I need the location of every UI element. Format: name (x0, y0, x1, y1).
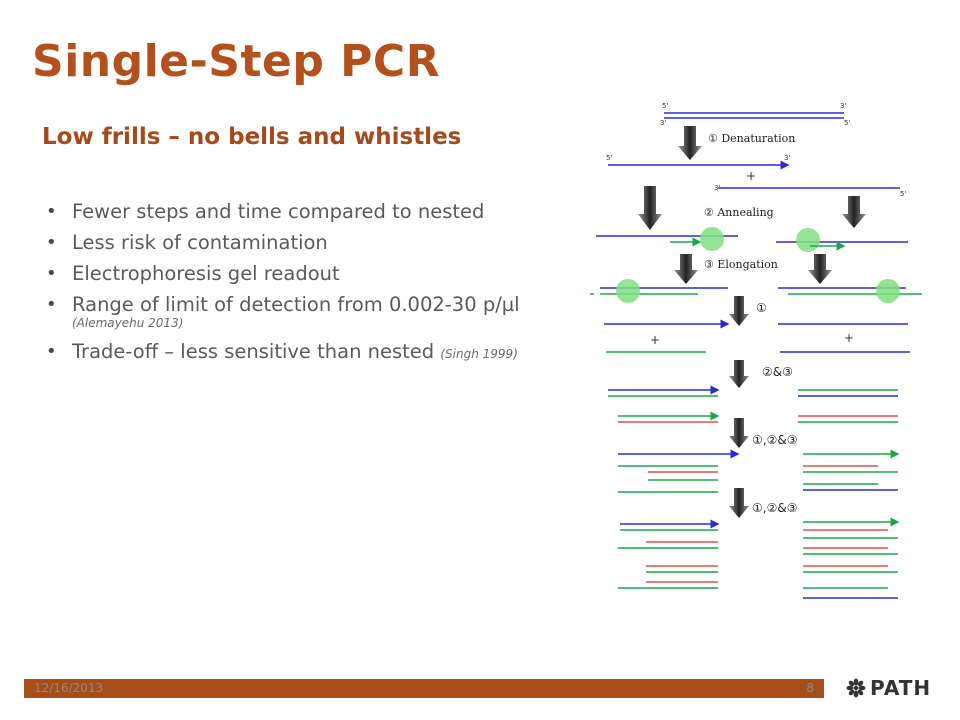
bullet-dot: • (46, 294, 57, 315)
page-number: 8 (806, 681, 814, 695)
process-arrow (729, 360, 749, 388)
slide-subtitle: Low frills – no bells and whistles (42, 124, 462, 150)
bullet-dot: • (46, 263, 57, 284)
process-arrow (808, 254, 832, 284)
process-arrow (729, 296, 749, 326)
citation: (Singh 1999) (440, 347, 518, 361)
plus-sign: + (650, 333, 660, 347)
pcr-cycle-diagram: 5' 3' 3' 5' ① Denaturation 5' 3' + 3' 5'… (590, 102, 922, 599)
three-prime-label: 3' (714, 184, 720, 192)
footer-date: 12/16/2013 (34, 681, 104, 695)
step-marker: ①,②&③ (752, 433, 797, 447)
bullet-text: Trade-off – less sensitive than nested (72, 340, 435, 363)
process-arrow (678, 126, 702, 160)
plus-sign: + (746, 169, 756, 183)
five-prime-label: 5' (662, 102, 668, 110)
step-annealing-label: ② Annealing (704, 206, 774, 219)
polymerase-bead (616, 279, 640, 303)
step-denaturation-label: ① Denaturation (708, 132, 795, 145)
bullet-list: • Fewer steps and time compared to neste… (44, 196, 604, 370)
plus-sign: + (844, 331, 854, 345)
five-prime-label: 5' (606, 154, 612, 162)
step-marker: ① (756, 301, 767, 315)
asterisk-flower-icon (846, 678, 866, 698)
bullet-item: • Less risk of contamination (44, 227, 604, 258)
bullet-item: • Electrophoresis gel readout (44, 258, 604, 289)
bullet-item: • Trade-off – less sensitive than nested… (44, 336, 604, 370)
three-prime-label: 3' (840, 102, 846, 110)
bullet-dot: • (46, 201, 57, 222)
step-marker: ②&③ (762, 365, 793, 379)
process-arrow (674, 254, 698, 284)
amplicon-group-2 (618, 449, 900, 493)
citation: (Alemayehu 2013) (72, 316, 184, 330)
bullet-text: Range of limit of detection from 0.002-3… (72, 293, 520, 316)
polymerase-bead (796, 228, 820, 252)
footer-bar: 12/16/2013 8 (24, 679, 824, 698)
polymerase-bead (876, 279, 900, 303)
amplicon-group-3 (618, 517, 900, 599)
bullet-text: Fewer steps and time compared to nested (72, 200, 485, 223)
step-elongation-label: ③ Elongation (704, 258, 778, 271)
bullet-dot: • (46, 232, 57, 253)
process-arrow (729, 418, 749, 448)
bullet-text: Less risk of contamination (72, 231, 328, 254)
five-prime-label: 5' (900, 190, 906, 198)
bullet-item: • Fewer steps and time compared to neste… (44, 196, 604, 227)
process-arrow (638, 186, 662, 230)
slide-title: Single-Step PCR (32, 36, 441, 87)
three-prime-label: 3' (784, 154, 790, 162)
path-logo: PATH (846, 676, 932, 700)
three-prime-label: 3' (660, 119, 666, 127)
process-arrow (842, 196, 866, 228)
step-marker: ①,②&③ (752, 501, 797, 515)
bullet-text: Electrophoresis gel readout (72, 262, 340, 285)
polymerase-bead (700, 227, 724, 251)
five-prime-label: 5' (844, 119, 850, 127)
logo-text: PATH (870, 676, 932, 700)
process-arrow (729, 488, 749, 518)
bullet-item: • Range of limit of detection from 0.002… (44, 289, 604, 332)
bullet-dot: • (46, 341, 57, 362)
amplicon-group-1 (608, 385, 898, 423)
